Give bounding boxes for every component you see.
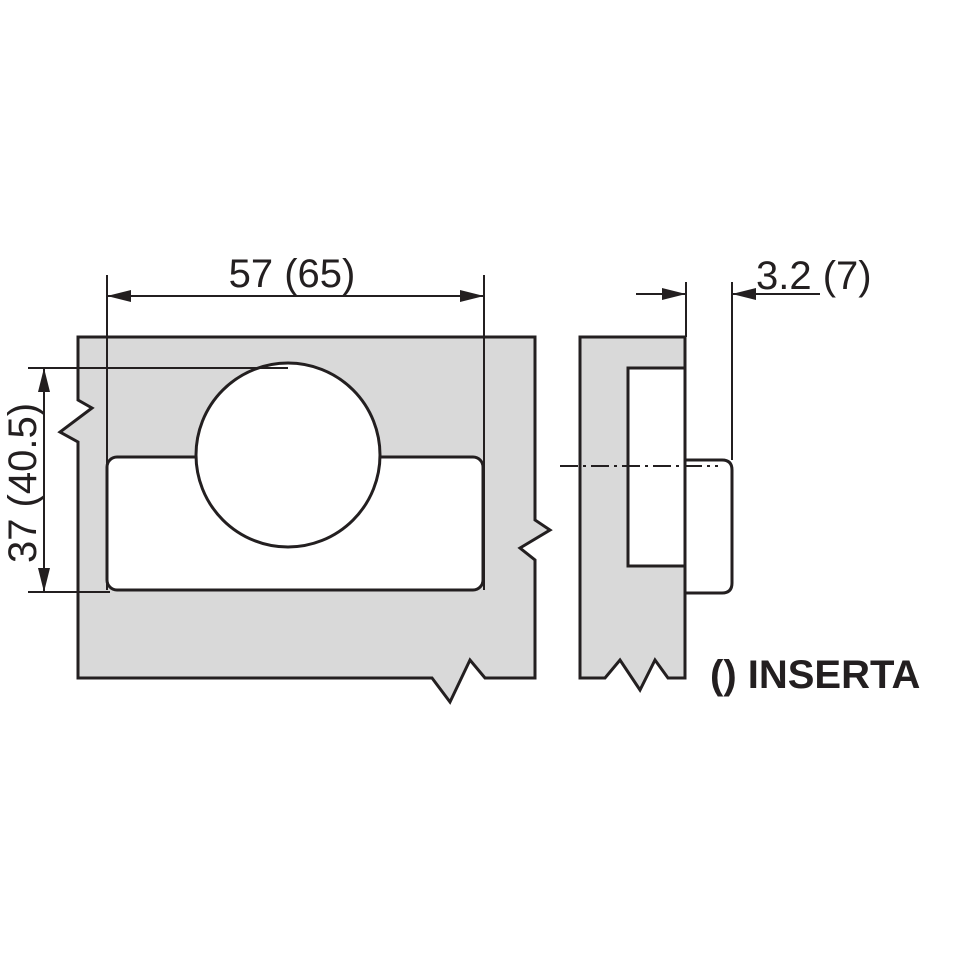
front-view bbox=[57, 335, 553, 705]
width-dimension: 57 (65) bbox=[106, 252, 485, 590]
depth-dimension: 3.2 (7) bbox=[636, 254, 872, 460]
depth-arrow-left bbox=[662, 288, 686, 300]
height-dimension: 37 (40.5) bbox=[1, 367, 288, 593]
cup-hole bbox=[194, 361, 382, 549]
width-arrow-left bbox=[107, 290, 131, 302]
width-arrow-right bbox=[460, 290, 484, 302]
height-arrow-top bbox=[38, 368, 50, 392]
side-view bbox=[560, 335, 734, 693]
depth-dimension-label: 3.2 (7) bbox=[756, 254, 872, 298]
height-arrow-bottom bbox=[38, 568, 50, 592]
width-dimension-label: 57 (65) bbox=[229, 252, 356, 296]
inserta-legend: () INSERTA bbox=[710, 653, 920, 697]
depth-arrow-right bbox=[732, 288, 756, 300]
height-dimension-label: 37 (40.5) bbox=[1, 403, 45, 563]
cup-flange bbox=[683, 458, 734, 595]
